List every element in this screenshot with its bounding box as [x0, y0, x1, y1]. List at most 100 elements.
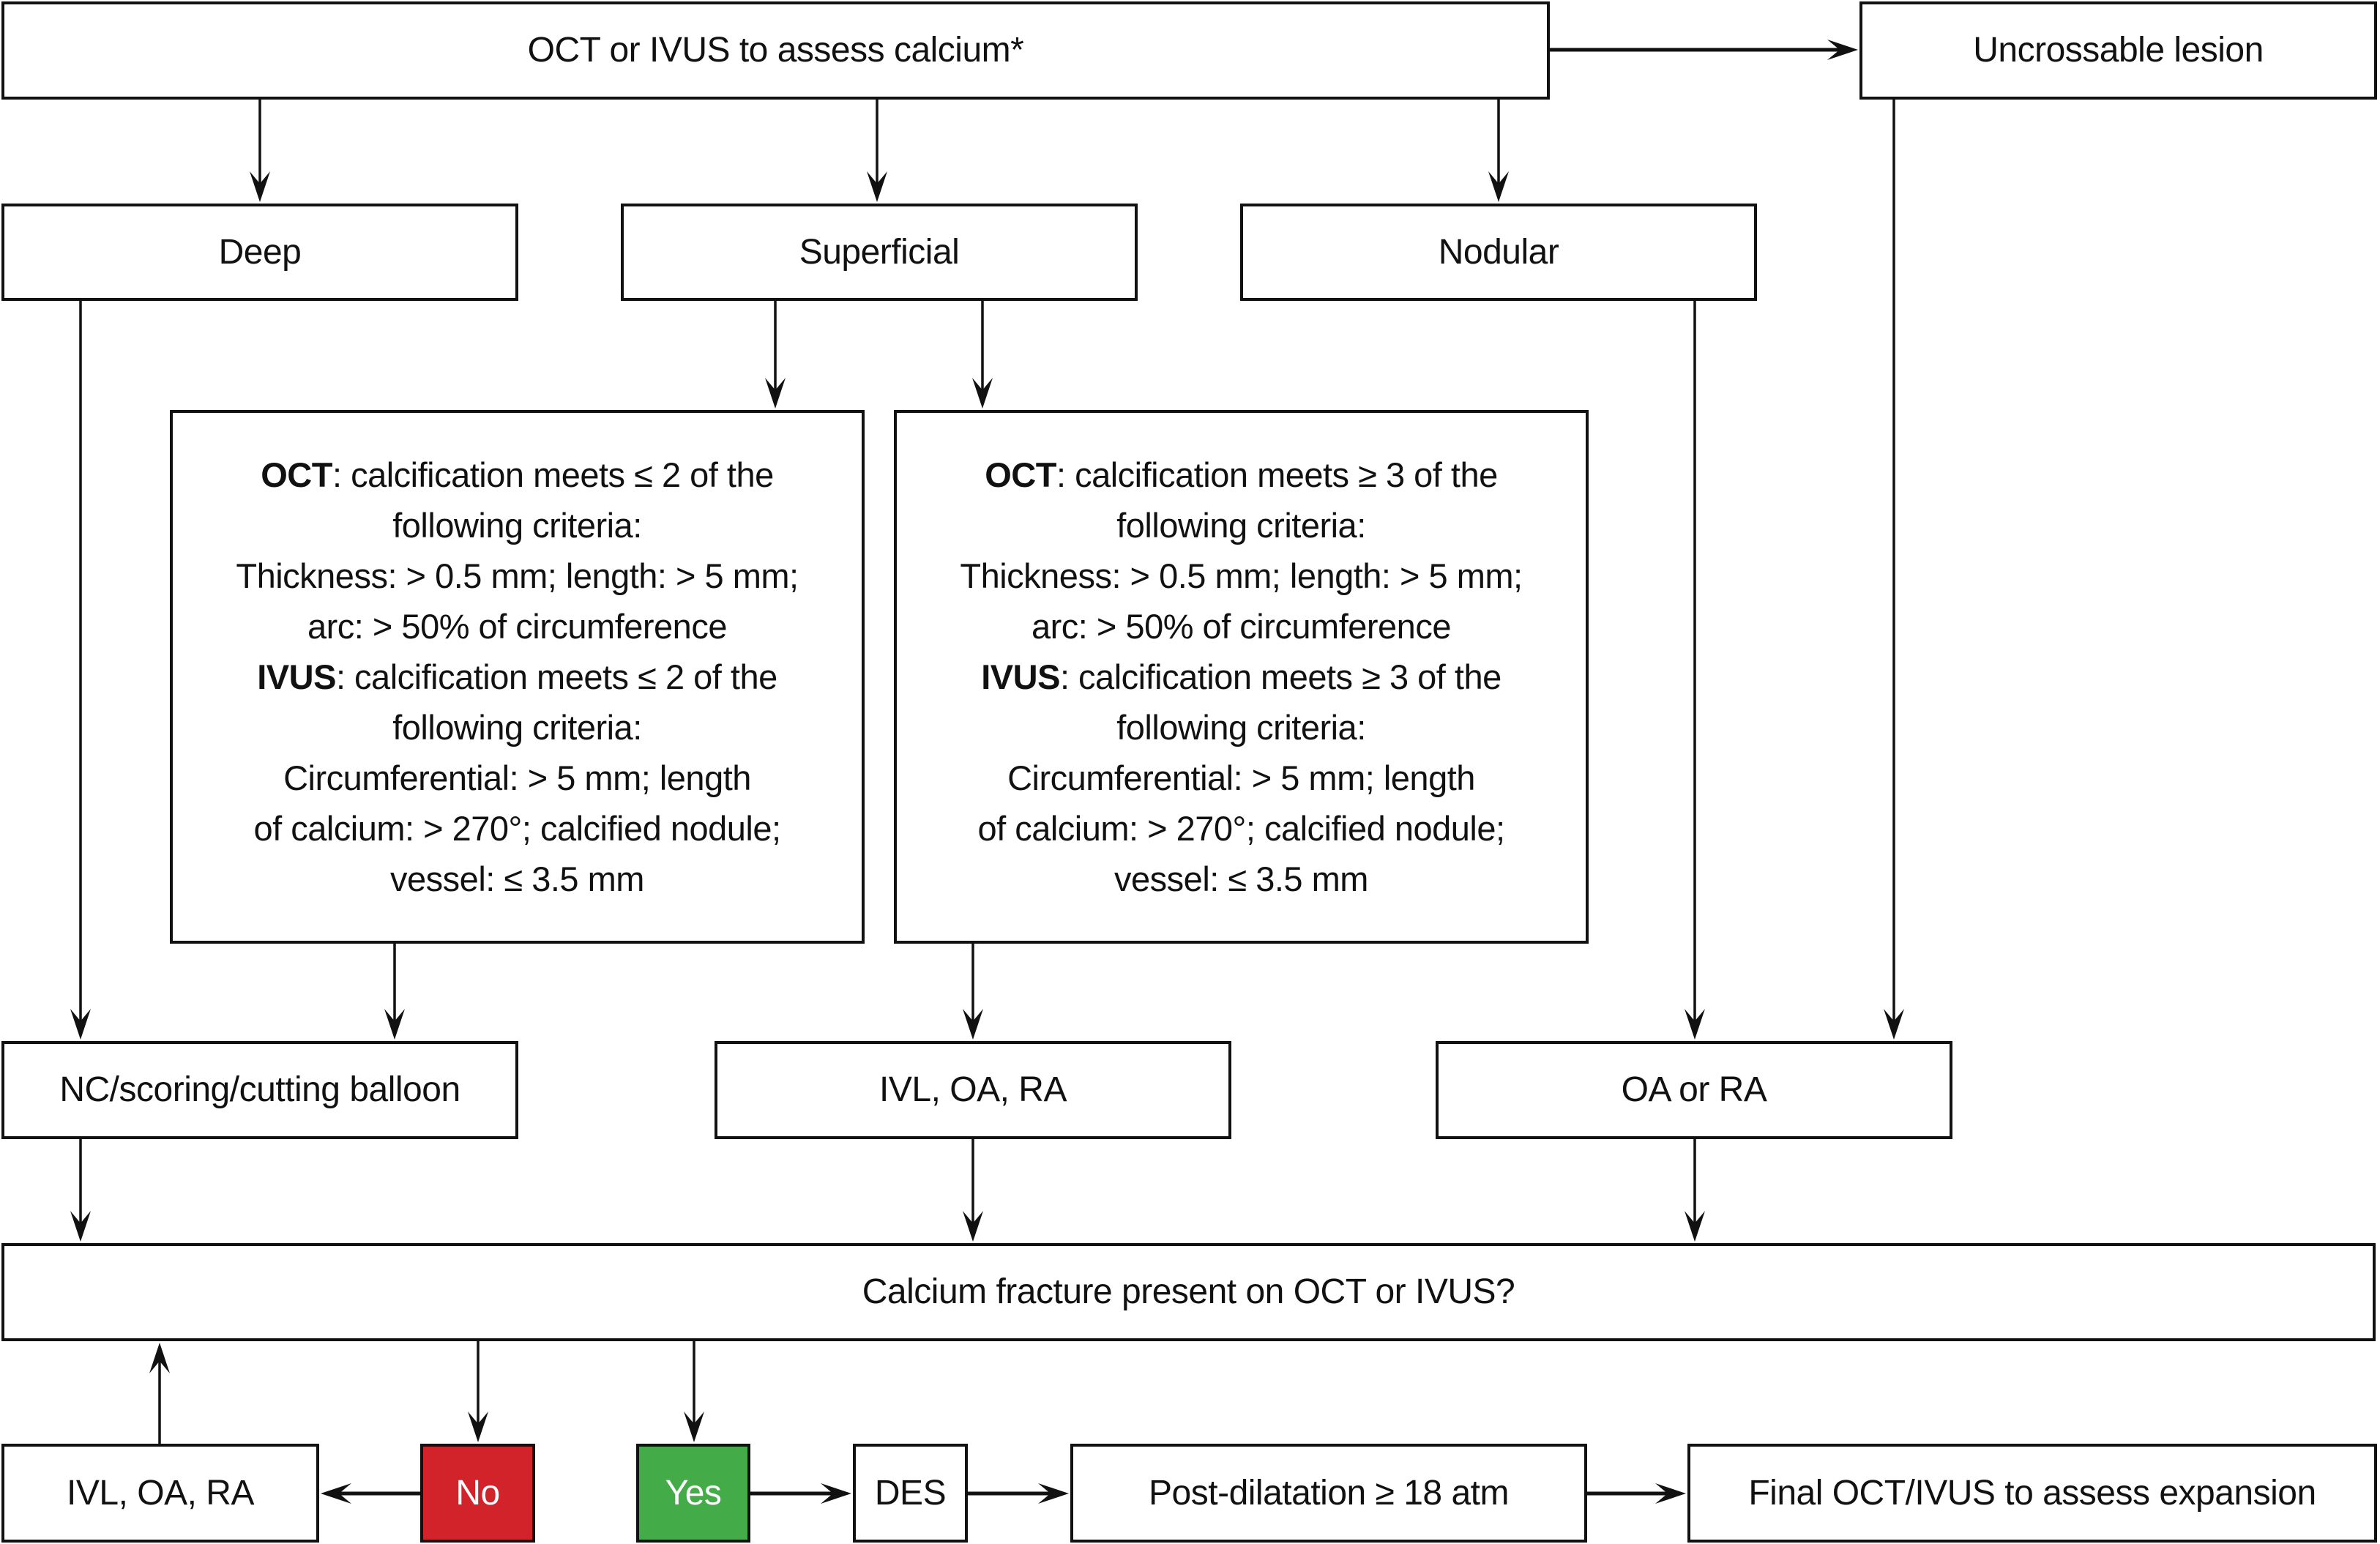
arrow-criteria-high-to-ivl	[963, 944, 983, 1040]
criteria-text: vessel: ≤ 3.5 mm	[1114, 859, 1368, 898]
start-node-label: OCT or IVUS to assess calcium*	[527, 31, 1024, 70]
arrow-nc-to-fracture	[70, 1139, 91, 1242]
criteria-text: of calcium: > 270°; calcified nodule;	[977, 809, 1505, 848]
arrowhead-icon	[972, 378, 993, 409]
arrowhead-icon	[1488, 171, 1509, 202]
arrow-superficial-to-criteria-high	[972, 301, 993, 409]
criteria-high-oct-line: OCT: calcification meets ≥ 3 of the	[985, 450, 1498, 500]
nc-balloon-label: NC/scoring/cutting balloon	[59, 1070, 460, 1110]
ivl-oa-ra-node: IVL, OA, RA	[715, 1041, 1231, 1139]
arrowhead-icon	[963, 1211, 983, 1242]
start-node: OCT or IVUS to assess calcium*	[1, 1, 1550, 100]
criteria-text: Circumferential: > 5 mm; length	[1007, 758, 1475, 797]
criteria-text: Thickness: > 0.5 mm; length: > 5 mm;	[236, 556, 799, 595]
arrowhead-icon	[321, 1483, 351, 1504]
arrowhead-icon	[821, 1483, 851, 1504]
ivl-oa-ra-retry-node: IVL, OA, RA	[1, 1444, 319, 1543]
oct-label: OCT	[261, 455, 332, 494]
criteria-text: following criteria:	[1116, 708, 1366, 747]
arrow-deep-to-nc-balloon	[70, 301, 91, 1040]
arrowhead-icon	[468, 1411, 488, 1442]
arrow-post-to-final	[1587, 1483, 1686, 1504]
yes-label: Yes	[665, 1473, 722, 1513]
arrowhead-icon	[149, 1343, 170, 1373]
arrow-start-to-uncrossable	[1550, 40, 1858, 60]
arrow-fracture-to-no	[468, 1341, 488, 1442]
arrow-no-to-ivl-retry	[321, 1483, 420, 1504]
criteria-text: following criteria:	[392, 506, 642, 545]
arrowhead-icon	[1884, 1009, 1904, 1040]
arrow-start-to-superficial	[867, 100, 887, 202]
oa-or-ra-node: OA or RA	[1436, 1041, 1952, 1139]
arrowhead-icon	[384, 1009, 405, 1040]
nodular-label: Nodular	[1438, 232, 1559, 272]
arrowhead-icon	[70, 1211, 91, 1242]
des-label: DES	[874, 1473, 947, 1513]
criteria-text: vessel: ≤ 3.5 mm	[390, 859, 644, 898]
nodular-node: Nodular	[1240, 204, 1757, 301]
ivus-label: IVUS	[257, 657, 336, 696]
oct-label: OCT	[985, 455, 1056, 494]
arrow-superficial-to-criteria-low	[765, 301, 786, 409]
criteria-text: Circumferential: > 5 mm; length	[283, 758, 751, 797]
oa-or-ra-label: OA or RA	[1621, 1070, 1767, 1110]
criteria-high-ivus-line: IVUS: calcification meets ≥ 3 of the	[981, 652, 1502, 702]
no-label: No	[455, 1473, 500, 1513]
post-dilatation-node: Post-dilatation ≥ 18 atm	[1070, 1444, 1587, 1543]
final-assessment-label: Final OCT/IVUS to assess expansion	[1748, 1473, 2316, 1513]
criteria-text: : calcification meets ≥ 3 of the	[1059, 657, 1502, 696]
arrow-nodular-to-oa-ra	[1685, 301, 1705, 1040]
criteria-text: of calcium: > 270°; calcified nodule;	[253, 809, 781, 848]
criteria-low-oct-line: OCT: calcification meets ≤ 2 of the	[261, 450, 774, 500]
yes-node: Yes	[636, 1444, 750, 1543]
arrow-uncrossable-to-oa-ra	[1884, 100, 1904, 1040]
arrowhead-icon	[963, 1009, 983, 1040]
arrow-fracture-to-yes	[684, 1341, 704, 1442]
criteria-text: arc: > 50% of circumference	[1032, 607, 1451, 646]
arrow-start-to-nodular	[1488, 100, 1509, 202]
arrow-oa-ra-to-fracture	[1685, 1139, 1705, 1242]
ivl-oa-ra-label: IVL, OA, RA	[879, 1070, 1067, 1110]
superficial-node: Superficial	[621, 204, 1138, 301]
ivl-oa-ra-retry-label: IVL, OA, RA	[67, 1473, 254, 1513]
des-node: DES	[853, 1444, 968, 1543]
uncrossable-lesion-label: Uncrossable lesion	[1973, 31, 2264, 70]
criteria-text: arc: > 50% of circumference	[307, 607, 727, 646]
arrowhead-icon	[684, 1411, 704, 1442]
criteria-high-node: OCT: calcification meets ≥ 3 of the foll…	[894, 410, 1589, 944]
arrowhead-icon	[250, 171, 270, 202]
arrow-ivl-retry-to-fracture	[149, 1343, 170, 1444]
criteria-text: : calcification meets ≤ 2 of the	[332, 455, 774, 494]
arrowhead-icon	[1685, 1009, 1705, 1040]
criteria-text: Thickness: > 0.5 mm; length: > 5 mm;	[960, 556, 1523, 595]
criteria-text: following criteria:	[1116, 506, 1366, 545]
post-dilatation-label: Post-dilatation ≥ 18 atm	[1149, 1473, 1509, 1513]
nc-scoring-cutting-balloon-node: NC/scoring/cutting balloon	[1, 1041, 518, 1139]
arrowhead-icon	[1038, 1483, 1069, 1504]
arrowhead-icon	[1827, 40, 1858, 60]
criteria-low-ivus-line: IVUS: calcification meets ≤ 2 of the	[257, 652, 777, 702]
final-assessment-node: Final OCT/IVUS to assess expansion	[1687, 1444, 2377, 1543]
arrow-des-to-post	[968, 1483, 1069, 1504]
calcium-fracture-label: Calcium fracture present on OCT or IVUS?	[862, 1272, 1515, 1312]
deep-node: Deep	[1, 204, 518, 301]
no-node: No	[420, 1444, 535, 1543]
criteria-text: : calcification meets ≤ 2 of the	[335, 657, 777, 696]
arrow-criteria-low-to-nc-balloon	[384, 944, 405, 1040]
arrow-ivl-to-fracture	[963, 1139, 983, 1242]
uncrossable-lesion-node: Uncrossable lesion	[1859, 1, 2377, 100]
arrowhead-icon	[867, 171, 887, 202]
criteria-text: : calcification meets ≥ 3 of the	[1056, 455, 1498, 494]
arrow-start-to-deep	[250, 100, 270, 202]
arrowhead-icon	[70, 1009, 91, 1040]
arrowhead-icon	[1655, 1483, 1686, 1504]
arrow-yes-to-des	[750, 1483, 851, 1504]
deep-label: Deep	[218, 232, 302, 272]
arrowhead-icon	[765, 378, 786, 409]
calcium-fracture-decision-node: Calcium fracture present on OCT or IVUS?	[1, 1243, 2376, 1341]
criteria-low-node: OCT: calcification meets ≤ 2 of the foll…	[170, 410, 865, 944]
superficial-label: Superficial	[799, 232, 960, 272]
ivus-label: IVUS	[981, 657, 1060, 696]
arrowhead-icon	[1685, 1211, 1705, 1242]
